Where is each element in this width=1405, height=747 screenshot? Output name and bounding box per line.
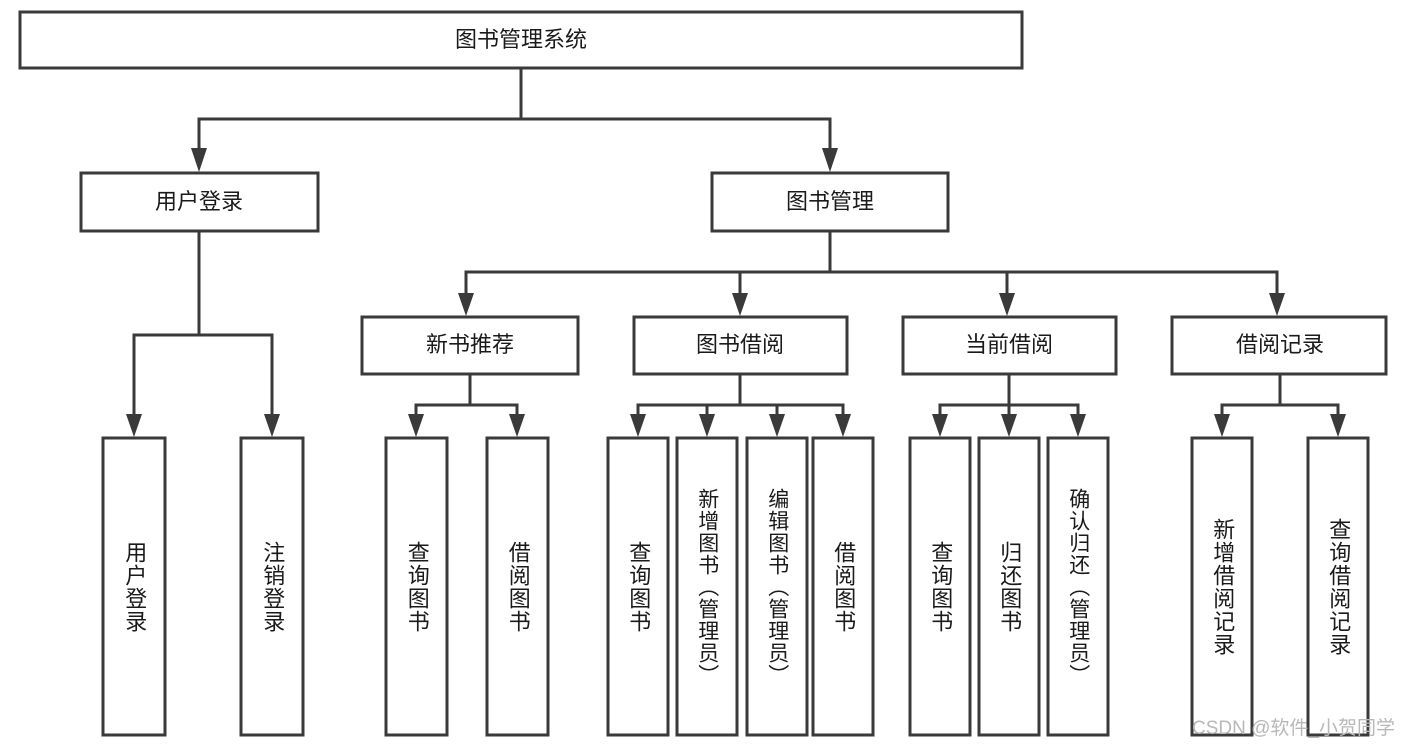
arrow-to-leaf-add-book	[699, 414, 715, 437]
arrow-to-book-manage	[822, 148, 838, 172]
node-user-login-label: 用户登录	[155, 189, 243, 214]
connector-group-borrow-record	[1214, 372, 1346, 437]
leaf-box-user-login[interactable]	[101, 436, 167, 737]
csdn-watermark: CSDN @软件_小贺同学	[1192, 718, 1395, 739]
node-book-borrow[interactable]: 图书借阅	[632, 315, 849, 376]
node-root-box[interactable]	[18, 10, 1024, 70]
arrow-to-current-borrow	[999, 293, 1015, 316]
connector-group-new-book-recommend	[408, 372, 525, 437]
leaf-box-query-book-2[interactable]	[606, 436, 670, 737]
leaf-box-borrow-book-2[interactable]	[811, 436, 875, 737]
node-user-login-box[interactable]	[79, 171, 320, 233]
node-borrow-record[interactable]: 借阅记录	[1170, 315, 1388, 376]
arrow-to-leaf-add-record	[1214, 414, 1230, 437]
node-book-manage[interactable]: 图书管理	[710, 171, 950, 233]
leaf-box-confirm-return[interactable]	[1046, 436, 1110, 737]
node-new-book-recommend[interactable]: 新书推荐	[360, 315, 580, 376]
arrow-to-leaf-user-login	[126, 414, 142, 437]
node-current-borrow-label: 当前借阅	[965, 332, 1053, 357]
leaf-box-query-book-3[interactable]	[908, 436, 972, 737]
connector-group-book-borrow	[630, 372, 851, 437]
arrow-to-leaf-confirm-return	[1070, 414, 1086, 437]
arrow-to-leaf-query-book-3	[932, 414, 948, 437]
node-book-borrow-box[interactable]	[632, 315, 849, 376]
node-book-manage-label: 图书管理	[786, 189, 874, 214]
connector-group-root	[191, 66, 838, 172]
leaf-box-query-record[interactable]	[1306, 436, 1370, 737]
node-root-label: 图书管理系统	[455, 27, 587, 52]
node-borrow-record-label: 借阅记录	[1236, 332, 1324, 357]
arrow-to-book-borrow	[732, 293, 748, 316]
leaf-box-add-record[interactable]	[1190, 436, 1254, 737]
arrow-to-borrow-record	[1269, 293, 1285, 316]
node-new-book-recommend-label: 新书推荐	[426, 332, 514, 357]
node-root[interactable]: 图书管理系统	[18, 10, 1024, 70]
connector-group-user-login	[126, 230, 280, 437]
node-book-borrow-label: 图书借阅	[696, 332, 784, 357]
node-book-manage-box[interactable]	[710, 171, 950, 233]
leaf-box-edit-book[interactable]	[745, 436, 809, 737]
arrow-to-leaf-query-record	[1330, 414, 1346, 437]
node-new-book-recommend-box[interactable]	[360, 315, 580, 376]
connector-group-current-borrow	[932, 372, 1086, 437]
connector-group-book-manage	[458, 230, 1285, 316]
leaf-box-logout[interactable]	[239, 436, 305, 737]
leaf-box-return-book[interactable]	[977, 436, 1041, 737]
leaf-box-query-book-1[interactable]	[384, 436, 449, 737]
node-current-borrow-box[interactable]	[901, 315, 1118, 376]
node-user-login[interactable]: 用户登录	[79, 171, 320, 233]
arrow-to-leaf-return-book	[1001, 414, 1017, 437]
arrow-to-leaf-query-book-2	[630, 414, 646, 437]
arrow-to-leaf-logout	[264, 414, 280, 437]
leaf-box-borrow-book-1[interactable]	[485, 436, 550, 737]
arrow-to-leaf-borrow-book-1	[509, 414, 525, 437]
arrow-to-leaf-borrow-book-2	[835, 414, 851, 437]
leaf-box-add-book[interactable]	[675, 436, 739, 737]
arrow-to-leaf-query-book-1	[408, 414, 424, 437]
arrow-to-user-login	[191, 148, 207, 172]
leaf-box-group	[101, 436, 1370, 737]
arrow-to-leaf-edit-book	[769, 414, 785, 437]
node-borrow-record-box[interactable]	[1170, 315, 1388, 376]
node-current-borrow[interactable]: 当前借阅	[901, 315, 1118, 376]
arrow-to-new-book-recommend	[458, 293, 474, 316]
